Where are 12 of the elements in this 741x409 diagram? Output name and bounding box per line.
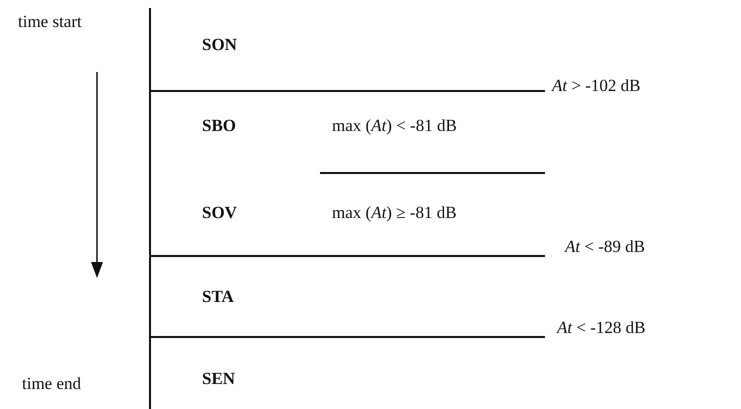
condition-text: max (At) < -81 dB [332, 116, 457, 136]
condition-text: At < -128 dB [557, 318, 646, 338]
condition-text: At > -102 dB [552, 76, 640, 96]
time-label: time end [22, 374, 82, 394]
time-label: time start [18, 12, 82, 32]
state-name: STA [202, 287, 234, 308]
condition-text: At < -89 dB [565, 237, 645, 258]
state-name: SBO [202, 116, 236, 136]
state-name: SEN [202, 369, 236, 390]
state-name: SON [202, 35, 237, 56]
state-name: SOV [202, 203, 237, 224]
condition-text: max (At) ≥ -81 dB [332, 203, 457, 224]
